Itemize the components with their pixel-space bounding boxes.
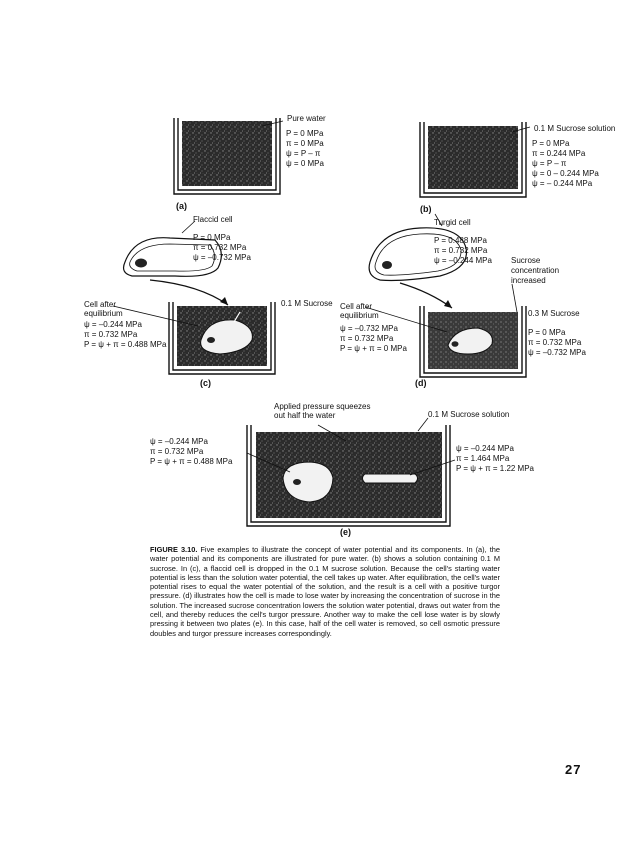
beaker-c — [112, 302, 276, 375]
panel-c-after-title: Cell after — [84, 300, 117, 309]
panel-b-line: ψ = – 0.244 MPa — [532, 179, 593, 188]
panel-a-line: P = 0 MPa — [286, 129, 324, 138]
panel-b-line: ψ = 0 – 0.244 MPa — [532, 169, 599, 178]
panel-c-after-line: π = 0.732 MPa — [84, 330, 138, 339]
arrow-d — [399, 282, 453, 309]
panel-e-right-line: π = 1.464 MPa — [456, 454, 510, 463]
beaker-a — [173, 118, 284, 195]
pressure-note: out half the water — [274, 411, 336, 420]
panel-d-after-title: equilibrium — [340, 311, 379, 320]
panel-c-after-line: ψ = –0.244 MPa — [84, 320, 142, 329]
panel-b-line: P = 0 MPa — [532, 139, 570, 148]
panel-e-right-line: ψ = –0.244 MPa — [456, 444, 514, 453]
panel-a-line: π = 0 MPa — [286, 139, 324, 148]
panel-d-solution-line: ψ = –0.732 MPa — [528, 348, 586, 357]
panel-d-solution-line: π = 0.732 MPa — [528, 338, 582, 347]
caption-text: Five examples to illustrate the concept … — [150, 545, 500, 638]
panel-c-after-line: P = ψ + π = 0.488 MPa — [84, 340, 167, 349]
sucrose-note: Sucrose — [511, 256, 541, 265]
beaker-b — [419, 122, 531, 198]
panel-a-line: ψ = 0 MPa — [286, 159, 324, 168]
beaker-e — [246, 417, 456, 527]
panel-d-after-line: π = 0.732 MPa — [340, 334, 394, 343]
turgid-cell-line: π = 0.732 MPa — [434, 246, 488, 255]
arrow-c — [149, 279, 229, 306]
panel-d-after-line: ψ = –0.732 MPa — [340, 324, 398, 333]
pressure-note: Applied pressure squeezes — [274, 402, 371, 411]
sucrose-note: concentration — [511, 266, 560, 275]
turgid-cell-title: Turgid cell — [434, 218, 471, 227]
panel-b-label: (b) — [420, 204, 432, 214]
beaker-d — [364, 283, 527, 378]
panel-c-after-title: equilibrium — [84, 309, 123, 318]
panel-e-left-line: π = 0.732 MPa — [150, 447, 204, 456]
panel-a-title: Pure water — [287, 114, 326, 123]
panel-e-right-line: P = ψ + π = 1.22 MPa — [456, 464, 535, 473]
panel-e-left-line: ψ = –0.244 MPa — [150, 437, 208, 446]
panel-b-line: π = 0.244 MPa — [532, 149, 586, 158]
panel-e-solution: 0.1 M Sucrose solution — [428, 410, 510, 419]
flaccid-cell — [122, 220, 222, 277]
caption-label: FIGURE 3.10. — [150, 545, 198, 554]
panel-c-solution: 0.1 M Sucrose — [281, 299, 333, 308]
panel-d-label: (d) — [415, 378, 427, 388]
panel-e-left-line: P = ψ + π = 0.488 MPa — [150, 457, 233, 466]
sucrose-note: increased — [511, 276, 546, 285]
flaccid-cell-line: P = 0 MPa — [193, 233, 231, 242]
panel-a-label: (a) — [176, 201, 187, 211]
panel-d-solution: 0.3 M Sucrose — [528, 309, 580, 318]
panel-a-line: ψ = P – π — [286, 149, 321, 158]
turgid-cell — [368, 213, 468, 282]
panel-d-solution-line: P = 0 MPa — [528, 328, 566, 337]
flaccid-cell-line: ψ = –0.732 MPa — [193, 253, 251, 262]
panel-d-after-title: Cell after — [340, 302, 373, 311]
turgid-cell-line: ψ = –0.244 MPa — [434, 256, 492, 265]
flaccid-cell-title: Flaccid cell — [193, 215, 233, 224]
flaccid-cell-line: π = 0.732 MPa — [193, 243, 247, 252]
panel-c-label: (c) — [200, 378, 211, 388]
panel-b-line: ψ = P – π — [532, 159, 567, 168]
panel-b-title: 0.1 M Sucrose solution — [534, 124, 616, 133]
panel-d-after-line: P = ψ + π = 0 MPa — [340, 344, 407, 353]
turgid-cell-line: P = 0.488 MPa — [434, 236, 487, 245]
page-number: 27 — [565, 762, 582, 777]
figure-caption: FIGURE 3.10. Five examples to illustrate… — [150, 545, 500, 638]
panel-e-label: (e) — [340, 527, 351, 537]
